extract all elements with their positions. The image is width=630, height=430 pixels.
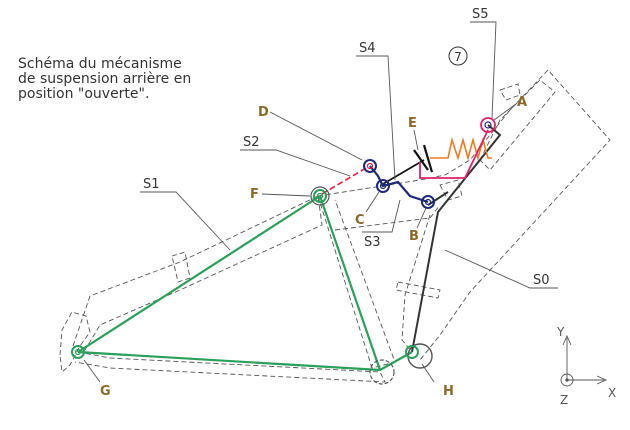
joint-d [363,159,377,173]
d-leader [269,111,363,161]
label-e: E [408,116,417,131]
s0-support [427,191,449,206]
axis-labels: Y X Z [556,325,616,407]
shock-tower [479,79,556,171]
z-axis-dot [565,378,569,382]
s3-leader [362,199,401,233]
label-d: D [258,105,269,120]
s4-rod [382,159,425,185]
label-g: G [100,384,111,399]
e-leader [413,129,419,151]
label-s3: S3 [364,235,381,250]
label-s1: S1 [143,177,160,192]
label-a: A [517,95,527,110]
joints [71,117,496,385]
link-s4 [382,144,434,185]
axis-label-z: Z [560,393,568,407]
g-leader [83,359,101,383]
link-s3 [369,165,429,204]
solid-labels: S1 S2 S3 S4 S5 S0 [143,7,550,288]
upper-bracket [499,83,521,101]
y-arrow [562,334,572,346]
s4-cylinder [422,144,434,173]
caption-line-3: position "ouverte". [18,86,150,102]
a-leader [493,103,517,121]
f-leader [261,193,311,197]
s1-leader [140,191,231,251]
link-s2 [321,167,367,195]
s1-chainstay [77,350,413,372]
rear-dropout [59,311,91,373]
frame-down-tube [317,195,396,369]
label-f: F [250,187,259,202]
s4-leader [356,55,396,181]
label-s4: S4 [359,41,376,56]
coordinate-axes [560,334,608,387]
caption-line-2: de suspension arrière en [18,71,192,87]
joint-bottom-bracket [369,359,395,385]
swingarm-outline [72,195,323,351]
link-s1 [77,195,413,372]
joint-h [405,343,433,369]
joint-f [310,186,330,206]
frame-outline [59,69,611,383]
h-leader [421,363,435,383]
label-s5: S5 [472,7,489,22]
c-leader [365,191,380,213]
spring-7 [430,137,492,161]
joint-g [71,345,85,359]
axis-label-x: X [608,386,616,400]
label-b: B [409,229,419,244]
spring-number-badge: 7 [448,46,468,66]
b-leader [416,207,427,229]
label-s0: S0 [533,273,550,288]
s5-leader [470,21,497,119]
s2-leader [240,149,351,177]
frame-bracket [439,179,463,201]
x-arrow [596,375,608,385]
dropout-cutout [171,251,191,283]
diagram-caption: Schéma du mécanisme de suspension arrièr… [18,57,248,102]
link-s0 [411,124,502,353]
frame-inner-line [334,204,441,231]
s0-bar [411,124,502,353]
solid-leaders [140,21,558,289]
frame-seat-tube [401,214,431,353]
shock-body-outline [395,281,441,299]
s1-upper-arm [77,195,321,353]
label-c: C [355,213,365,228]
joint-c [376,179,390,193]
chainstay-outline [74,351,386,383]
link-s5 [419,129,489,179]
s4-piston [413,149,429,171]
point-labels: A B C D E F G H [100,95,527,399]
point-leaders [83,103,517,383]
joint-b [421,195,435,209]
label-s2: S2 [243,135,260,150]
joint-a [480,117,496,133]
caption-line-1: Schéma du mécanisme [18,56,182,72]
axis-label-y: Y [556,325,565,339]
spring-number: 7 [454,50,462,64]
z-axis-circle [560,373,574,387]
s0-leader [444,249,558,289]
label-h: H [443,384,454,399]
s1-down-arm [318,195,382,371]
